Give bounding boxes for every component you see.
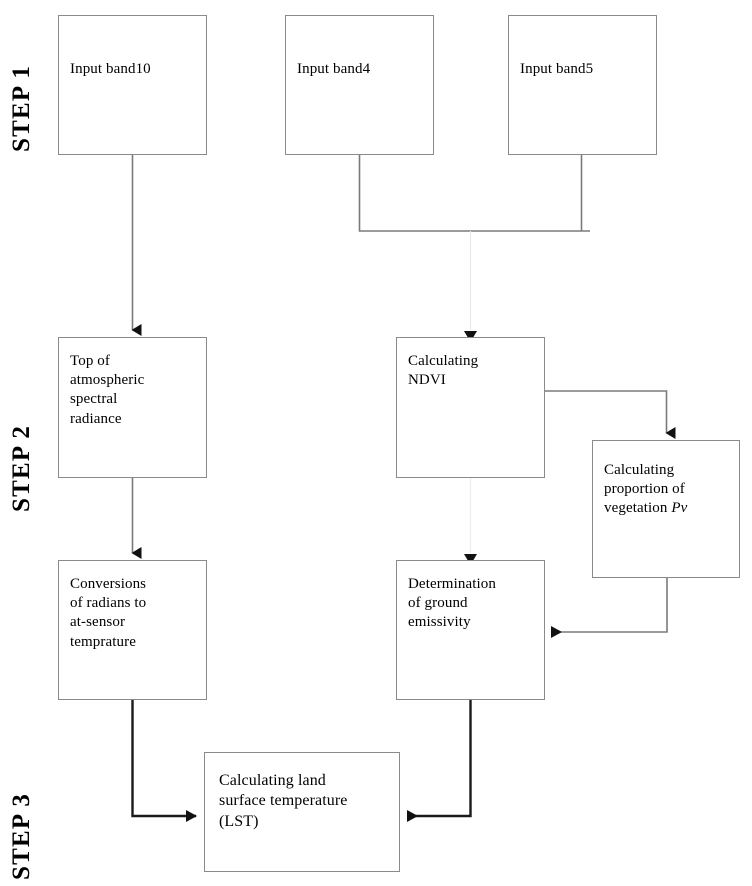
- node-input-band4-label: Input band4: [297, 61, 371, 77]
- edge-conversion-to-lst: [131, 700, 197, 822]
- node-calculating-ndvi[interactable]: Calculating NDVI: [396, 337, 545, 478]
- node-top-of-atmospheric-spectral-radiance[interactable]: Top of atmospheric spectral radiance: [58, 337, 207, 478]
- pv-line-2: proportion of: [604, 481, 685, 498]
- node-conversions-of-radians-to-at-sensor-temprature[interactable]: Conversions of radians to at-sensor temp…: [58, 560, 207, 700]
- node-input-band5[interactable]: Input band5: [508, 15, 657, 155]
- node-input-band10[interactable]: Input band10: [58, 15, 207, 155]
- node-calculating-land-surface-temperature-label: Calculating land surface temperature (LS…: [219, 772, 348, 830]
- node-input-band4[interactable]: Input band4: [285, 15, 434, 155]
- node-calculating-land-surface-temperature[interactable]: Calculating land surface temperature (LS…: [204, 752, 400, 872]
- edge-pv-to-emissivity: [551, 578, 668, 638]
- node-determination-of-ground-emissivity-label: Determination of ground emissivity: [408, 576, 496, 631]
- pv-line-1: Calculating: [604, 462, 675, 478]
- node-calculating-proportion-of-vegetation-label: Calculating proportion of vegetation Pv: [604, 461, 733, 519]
- node-input-band10-label: Input band10: [70, 61, 151, 77]
- node-top-of-atmospheric-spectral-radiance-label: Top of atmospheric spectral radiance: [70, 353, 145, 427]
- node-calculating-proportion-of-vegetation[interactable]: Calculating proportion of vegetation Pv: [592, 440, 740, 578]
- node-calculating-ndvi-label: Calculating NDVI: [408, 353, 479, 389]
- step-label-step3: STEP 3: [8, 792, 35, 880]
- step-label-step1: STEP 1: [8, 64, 35, 152]
- edge-emissivity-to-lst: [407, 700, 472, 822]
- edge-ndvi-to-pv: [545, 390, 676, 439]
- pv-line-3: vegetation: [604, 500, 672, 517]
- node-input-band5-label: Input band5: [520, 61, 594, 77]
- edge-band4-to-junction: [358, 155, 590, 232]
- pv-symbol: Pv: [671, 500, 688, 517]
- node-determination-of-ground-emissivity[interactable]: Determination of ground emissivity: [396, 560, 545, 700]
- node-conversions-of-radians-to-at-sensor-temprature-label: Conversions of radians to at-sensor temp…: [70, 576, 147, 650]
- step-label-step2: STEP 2: [8, 424, 35, 512]
